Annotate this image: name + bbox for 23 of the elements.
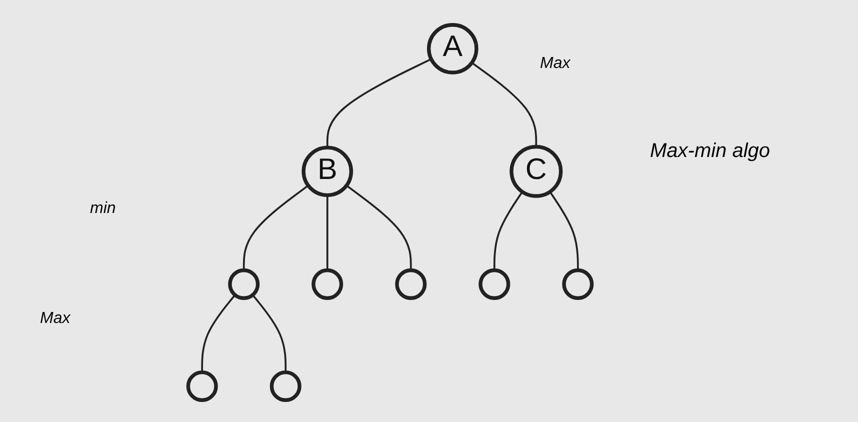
connector	[252, 294, 287, 372]
connector	[242, 184, 309, 270]
diagram-title: Max-min algo	[650, 140, 770, 163]
node-circle	[228, 268, 260, 300]
connector	[493, 191, 524, 270]
node-circle	[562, 268, 594, 300]
node-circle	[478, 268, 510, 300]
node-circle	[186, 370, 218, 402]
connector	[326, 195, 328, 270]
node-circle: A	[426, 23, 478, 74]
annotation-label: Max	[540, 55, 570, 73]
connector	[326, 58, 432, 148]
node-circle: B	[302, 146, 354, 198]
connector	[346, 184, 412, 270]
node-circle: C	[510, 144, 563, 198]
connector	[471, 62, 538, 147]
annotation-label: Max	[40, 310, 70, 328]
annotation-label: min	[90, 200, 116, 218]
node-circle	[270, 370, 302, 402]
node-circle	[312, 268, 344, 300]
connector	[201, 294, 236, 372]
node-circle	[395, 268, 427, 300]
connector	[549, 191, 579, 270]
